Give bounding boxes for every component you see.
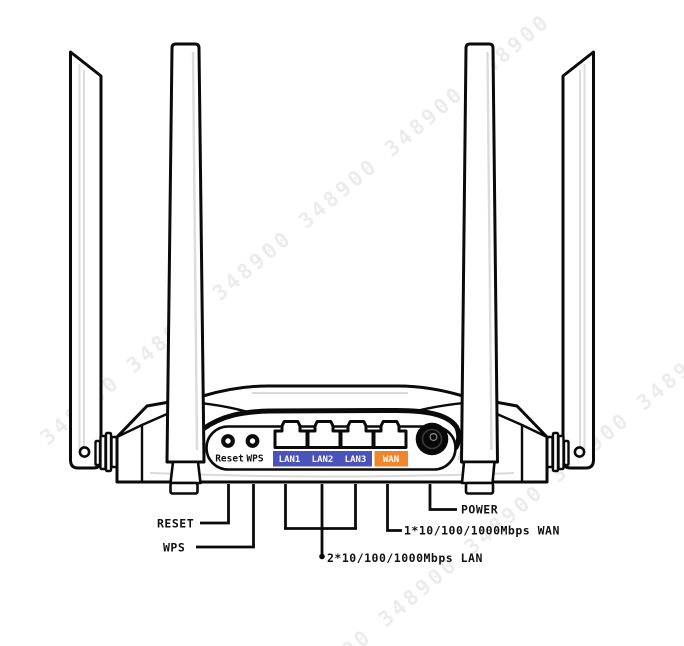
antenna-left-inner	[165, 42, 206, 495]
wps-callout-label: WPS	[163, 541, 185, 555]
antenna-highlight	[78, 64, 85, 452]
antenna-base	[169, 460, 202, 485]
wan-label: WAN	[383, 455, 399, 465]
hinge-ridge	[557, 434, 565, 471]
wan-callout-line	[386, 484, 402, 532]
reset-button	[221, 434, 235, 448]
reset-callout-line	[200, 484, 230, 525]
power-jack-ring	[421, 428, 443, 450]
power-callout-label: POWER	[461, 503, 498, 517]
antenna-right-inner	[460, 42, 499, 495]
antenna-body	[165, 42, 206, 464]
antenna-right-outer	[561, 50, 595, 470]
lan-callout-label: 2*10/100/1000Mbps LAN	[327, 551, 483, 565]
hinge-ridge	[104, 431, 113, 473]
rear-panel: Reset WPS LAN1 LAN2 LAN3 WAN	[205, 420, 457, 471]
wan-callout-label: 1*10/100/1000Mbps WAN	[404, 524, 560, 538]
right-hinge	[545, 431, 570, 473]
antenna-highlight	[191, 51, 199, 451]
left-hinge	[94, 431, 119, 473]
wps-button	[245, 434, 260, 448]
power-jack	[415, 422, 449, 456]
antenna-base	[460, 460, 496, 485]
lan2-label: LAN2	[312, 455, 334, 465]
antenna-body	[69, 50, 103, 470]
wps-button-label: WPS	[246, 454, 263, 465]
callouts: RESET WPS 2*10/100/1000Mbps LAN 1*10/100…	[157, 484, 560, 565]
antenna-pivot-screw	[78, 446, 91, 458]
antenna-foot	[464, 481, 495, 495]
wan-label-badge	[374, 451, 408, 467]
lan-callout-lines	[284, 484, 357, 556]
antenna-highlight	[486, 51, 493, 451]
left-endcap-edges	[116, 412, 168, 481]
lan-callout-dot	[319, 553, 325, 560]
lan1-label: LAN1	[279, 455, 301, 465]
cover-seam	[200, 407, 462, 450]
antenna-body	[561, 50, 595, 470]
lan3-label: LAN3	[345, 455, 367, 465]
reset-button-label: Reset	[215, 454, 244, 465]
antenna-left-outer	[69, 50, 103, 470]
power-callout-line	[428, 484, 457, 511]
antenna-foot	[169, 481, 199, 495]
hinge-ridge	[99, 434, 107, 471]
right-endcap-edges	[496, 412, 548, 481]
antenna-pivot-screw	[573, 446, 586, 458]
wps-callout-line	[196, 484, 255, 549]
wan-port	[372, 420, 408, 449]
reset-callout-label: RESET	[157, 517, 194, 531]
power-jack-pin	[429, 433, 438, 442]
hinge-ridge	[551, 431, 560, 473]
antenna-highlight	[579, 64, 586, 452]
lan-label-bar	[273, 451, 372, 467]
